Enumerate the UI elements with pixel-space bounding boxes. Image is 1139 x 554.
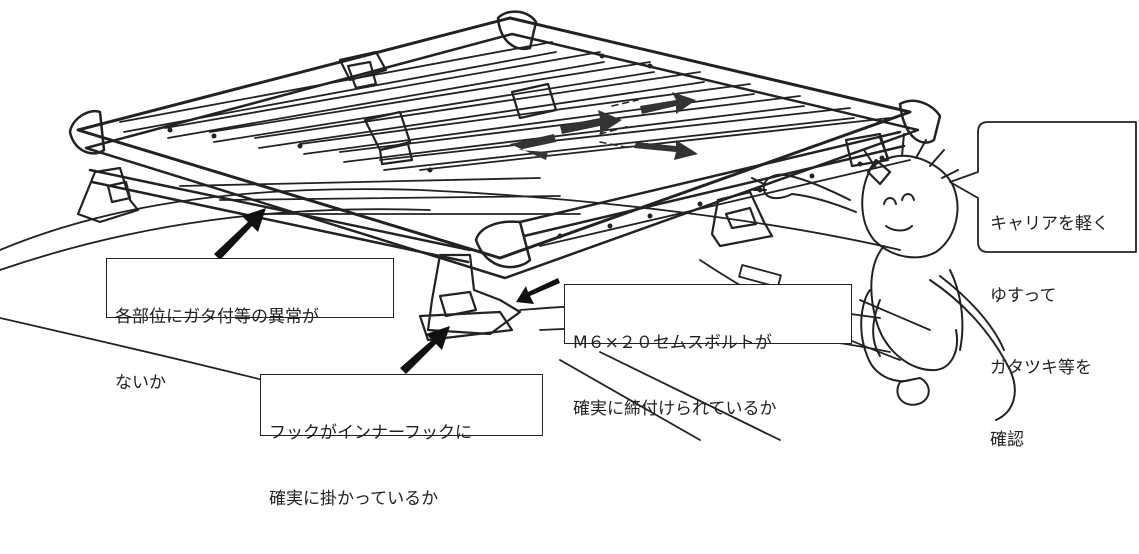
bolt-tight-label: M６×２０セムスボルトが 確実に締付けられているか [564,284,852,419]
hook-engaged-line-2: 確実に掛かっているか [269,489,439,509]
joint-check-line-1: 各部位にガタ付等の異常が [115,307,319,327]
speech-line-2: ゆすって [990,286,1057,306]
pointer-arrows [214,208,560,374]
speech-line-4: 確認 [990,430,1024,450]
shake-dashes [599,99,639,149]
person-figure [751,133,1016,421]
hook-engaged-line-1: フックがインナーフックに [269,423,472,443]
diagram-canvas: 各部位にガタ付等の異常が ないか M６×２０セムスボルトが 確実に締付けられてい… [0,10,1137,509]
speech-bubble-text: キャリアを軽く ゆすって ガタツキ等を 確認 [990,164,1109,500]
mounting-feet [76,50,892,342]
cross-slats [88,41,911,264]
speech-line-1: キャリアを軽く [990,214,1109,234]
roof-carrier-illustration [0,10,1137,441]
frame-rivets [167,53,885,239]
bolt-tight-line-2: 確実に締付けられているか [573,399,777,419]
speech-bubble-outline [949,121,1137,253]
joint-check-line-2: ないか [115,373,166,393]
bolt-tight-line-1: M６×２０セムスボルトが [573,333,772,353]
shake-arrows [510,92,698,160]
hook-engaged-label: フックがインナーフックに 確実に掛かっているか [260,374,543,509]
speech-line-3: ガタツキ等を [990,358,1092,378]
joint-check-label: 各部位にガタ付等の異常が ないか [106,258,394,393]
